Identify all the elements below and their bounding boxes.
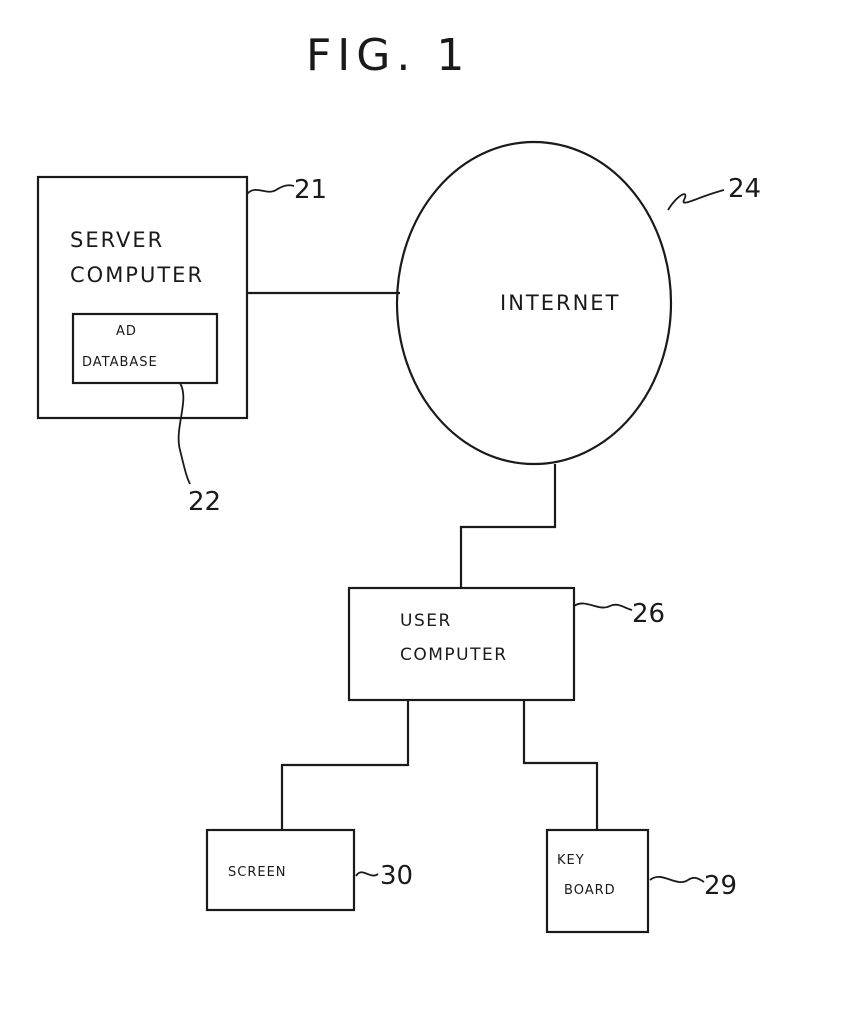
screen-ref-leader	[356, 872, 378, 876]
internet-label: INTERNET	[500, 291, 620, 315]
ad-database-label-line1: AD	[116, 324, 137, 339]
ad-database-block: AD DATABASE 22	[73, 314, 221, 517]
server-ref-number: 21	[294, 175, 327, 205]
server-ref-leader	[247, 185, 294, 194]
server-computer-label-line2: COMPUTER	[70, 263, 204, 287]
user-keyboard-link	[524, 700, 597, 830]
screen-ref-number: 30	[380, 861, 413, 891]
keyboard-box	[547, 830, 648, 932]
user-computer-ref-number: 26	[632, 599, 665, 629]
user-computer-label-line1: USER	[400, 611, 452, 631]
user-computer-block: USER COMPUTER 26	[349, 588, 665, 700]
screen-block: SCREEN 30	[207, 830, 413, 910]
internet-ref-leader	[668, 190, 724, 210]
keyboard-label-line1: KEY	[557, 853, 585, 868]
internet-user-link	[461, 464, 555, 588]
keyboard-ref-number: 29	[704, 871, 737, 901]
user-computer-label-line2: COMPUTER	[400, 645, 508, 665]
ad-database-label-line2: DATABASE	[82, 355, 158, 370]
user-screen-link	[282, 700, 408, 830]
server-computer-box	[38, 177, 247, 418]
user-computer-box	[349, 588, 574, 700]
internet-ref-number: 24	[728, 174, 761, 204]
server-computer-block: SERVER COMPUTER 21	[38, 175, 327, 418]
database-ref-leader	[179, 383, 190, 484]
screen-label: SCREEN	[228, 865, 287, 880]
database-ref-number: 22	[188, 487, 221, 517]
server-computer-label-line1: SERVER	[70, 228, 164, 252]
user-computer-ref-leader	[574, 603, 632, 610]
keyboard-ref-leader	[650, 877, 704, 882]
keyboard-label-line2: BOARD	[564, 883, 616, 898]
keyboard-block: KEY BOARD 29	[547, 830, 737, 932]
figure-title: FIG. 1	[306, 30, 470, 81]
ad-database-box	[73, 314, 217, 383]
internet-block: INTERNET 24	[397, 142, 761, 464]
